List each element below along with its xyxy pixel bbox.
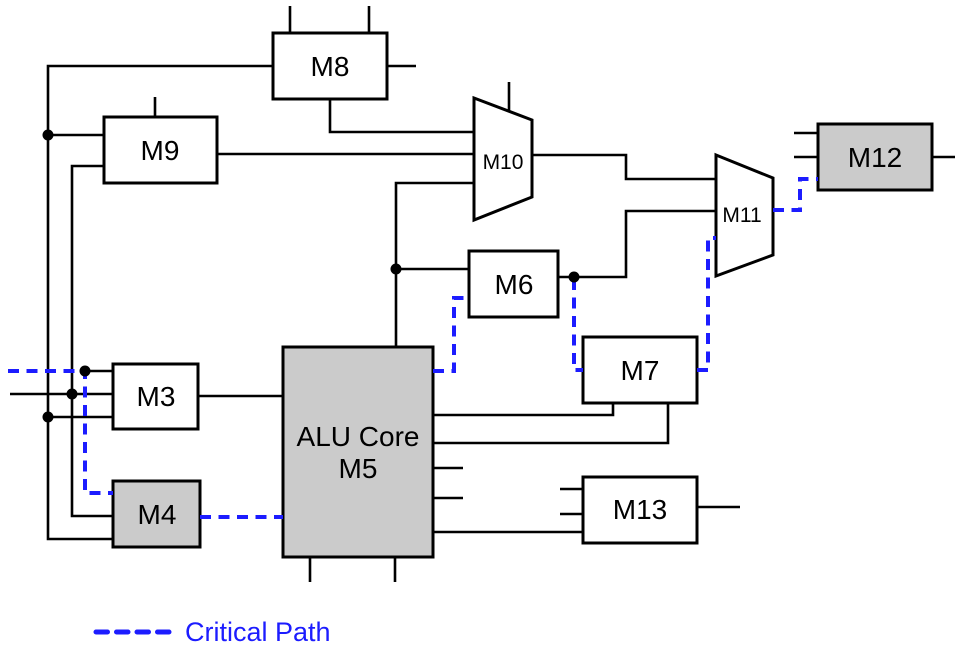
critical-path-m11-to-m12 <box>773 177 818 212</box>
legend: Critical Path <box>93 617 331 647</box>
wire-m8-to-m10 <box>328 99 474 134</box>
module-m6 <box>467 249 560 319</box>
critical-path-m7-to-m11 <box>697 236 716 372</box>
junction-dot <box>42 129 54 141</box>
module-m12 <box>816 122 934 192</box>
module-m9-label: M9 <box>141 135 180 166</box>
junction-dot <box>390 263 402 275</box>
wires <box>10 6 955 582</box>
module-m6-label: M6 <box>495 269 534 300</box>
critical-path-m6-to-m7 <box>572 279 583 372</box>
module-m13 <box>581 475 699 545</box>
junction-dot <box>42 411 54 423</box>
module-m13-label: M13 <box>613 494 667 525</box>
mux-m11-label: M11 <box>722 204 761 227</box>
wire-m5-to-m7-a <box>433 403 615 417</box>
wire-m10-in3-m5-top <box>394 181 474 347</box>
module-m5-alu-core <box>281 345 435 559</box>
module-m7 <box>581 335 699 405</box>
module-m5-label-line2: M5 <box>339 453 378 484</box>
mux-m10 <box>472 95 534 223</box>
junction-dot <box>568 271 580 283</box>
junction-dot <box>66 388 78 400</box>
critical-path-input-to-m4 <box>8 369 113 495</box>
mux-m11 <box>714 152 775 279</box>
junction-dots <box>42 129 580 423</box>
module-m4 <box>111 479 202 549</box>
module-m3-label: M3 <box>137 381 176 412</box>
module-labels: M8 M9 M12 M6 M7 M3 M4 ALU Core M5 M13 M1… <box>137 51 903 530</box>
modules <box>102 31 934 559</box>
critical-path-m5-to-m6 <box>433 296 469 373</box>
module-m9 <box>102 115 219 185</box>
wire-m5-to-m7-b <box>433 403 670 445</box>
module-m7-label: M7 <box>621 355 660 386</box>
module-m12-label: M12 <box>848 142 902 173</box>
critical-path-legend-label: Critical Path <box>185 617 331 647</box>
wire-m9-to-m4-rail <box>70 164 113 518</box>
module-m4-label: M4 <box>138 499 177 530</box>
mux-m10-label: M10 <box>483 151 524 174</box>
module-m3 <box>111 362 200 431</box>
wire-left-rail-to-m8 <box>46 64 273 541</box>
module-m8-label: M8 <box>311 51 350 82</box>
wire-m6-to-m11 <box>558 209 716 279</box>
junction-dot <box>79 365 91 377</box>
module-m8 <box>271 31 389 101</box>
module-m5-label-line1: ALU Core <box>297 421 420 452</box>
wire-m10-to-m11 <box>532 153 716 181</box>
critical-path <box>8 177 818 519</box>
